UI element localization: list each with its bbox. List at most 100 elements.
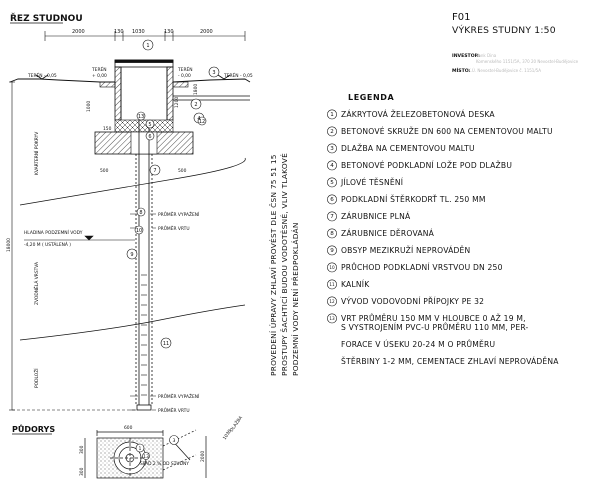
plan-callout-13: 13 — [143, 454, 149, 460]
stratum-boundary-1 — [19, 157, 246, 206]
legend-item-7: 7 ZÁRUBNICE PLNÁ — [327, 211, 411, 222]
legend-number-circle — [327, 109, 337, 120]
legend-cont-2: FORACE V ÚSEKU 20-24 M O PRŮMĚRU — [341, 340, 495, 349]
plan-dim-300a: 300 — [79, 445, 85, 454]
top-dim-130-left: 130 — [114, 29, 124, 35]
callout-13: 13 — [138, 114, 144, 120]
dim-1200: 1200 — [174, 97, 180, 108]
outlet-pipe — [173, 95, 250, 101]
label-hladina-value: -4,20 M ( USTÁLENÁ ) — [24, 241, 71, 248]
section-callouts — [126, 39, 220, 349]
label-zero-a: + 0,00 — [92, 73, 107, 79]
label-zero-b: - 0,00 — [178, 73, 191, 79]
label-teren-b: TERÉN — [177, 65, 193, 73]
callout-8: 8 — [139, 210, 142, 216]
legend-item-3: 3 DLAŽBA NA CEMENTOVOU MALTU — [327, 143, 475, 154]
legend-number: 11 — [329, 282, 335, 287]
label-prumer-vypazeni-2: PRŮMĚR VYPAŽENÍ — [158, 392, 200, 400]
top-dim-130-right: 130 — [164, 29, 174, 35]
drawing-code: F01 — [452, 12, 470, 23]
callout-7: 7 — [153, 168, 156, 174]
callout-5: 5 — [148, 122, 151, 128]
callout-1: 1 — [146, 43, 149, 49]
paving-left — [99, 81, 116, 88]
label-teren-right: TERÉN - 0,05 — [223, 71, 253, 79]
clay-seal — [114, 119, 174, 133]
site-label: MÍSTO: — [452, 66, 471, 74]
legend-title: LEGENDA — [348, 93, 395, 102]
section-callout-numbers: 1 2 3 4 5 6 7 8 9 10 11 12 13 — [130, 43, 215, 347]
legend-text: VÝVOD VODOVODNÍ PŘÍPOJKY PE 32 — [341, 297, 484, 306]
legend-number: 7 — [330, 214, 334, 220]
callout-11: 11 — [163, 341, 169, 347]
legend-number: 8 — [330, 231, 334, 237]
diameter-marker-top — [130, 213, 156, 229]
legend-text: OBSYP MEZIKRUŽÍ NEPROVÁDĚN — [341, 246, 470, 255]
legend-item-1: 1 ZÁKRYTOVÁ ŽELEZOBETONOVÁ DESKA — [327, 109, 495, 120]
legend-text: KALNÍK — [341, 280, 370, 289]
callout-4: 4 — [197, 116, 200, 122]
callout-6: 6 — [148, 134, 151, 140]
legend-number-circle — [327, 211, 337, 222]
plan-callout-1: 1 — [139, 446, 142, 452]
dim-500-right: 500 — [178, 168, 187, 174]
label-hladina: HLADINA PODZEMNÍ VODY — [24, 229, 83, 236]
legend-text: PRŮCHOD PODKLADNÍ VRSTVOU DN 250 — [341, 263, 503, 272]
callout-12: 12 — [199, 119, 205, 125]
depth-dimension — [9, 81, 138, 411]
stratum-boundary-2 — [19, 304, 246, 341]
legend-text: VRT PRŮMĚRU 150 MM V HLOUBCE 0 AŽ 19 M, — [341, 314, 526, 323]
investor-address: Komenského 1151/5A, 370 20 Nevostel-Budě… — [476, 59, 579, 64]
plan-callout-3: 3 — [173, 438, 176, 444]
casing-pipe — [135, 120, 153, 411]
label-teren-left: TERÉN - 0,05 — [27, 71, 57, 79]
water-level — [24, 235, 135, 241]
legend-number-circle — [327, 228, 337, 239]
legend-text: ZÁRUBNICE PLNÁ — [341, 212, 411, 221]
legend-number: 1 — [330, 112, 334, 118]
legend-item-6: 6 PODKLADNÍ ŠTĚRKODRŤ TL. 250 MM — [327, 194, 486, 205]
top-dimension-chain — [44, 31, 246, 41]
drawing-title: VÝKRES STUDNY 1:50 — [452, 24, 556, 36]
legend-text: DLAŽBA NA CEMENTOVOU MALTU — [341, 144, 475, 153]
note-line-2: PROSTUPY ŠACHTICÍ BUDOU VODOTĚSNÉ, VLIV … — [280, 153, 289, 376]
callout-9: 9 — [130, 252, 133, 258]
legend-text: PODKLADNÍ ŠTĚRKODRŤ TL. 250 MM — [341, 195, 486, 204]
well-head — [114, 59, 174, 121]
legend-item-13: 13 VRT PRŮMĚRU 150 MM V HLOUBCE 0 AŽ 19 M… — [327, 313, 526, 324]
legend-number-circle — [327, 245, 337, 256]
legend-number: 6 — [330, 197, 334, 203]
legend-number-circle — [327, 313, 337, 324]
dim-150: 150 — [103, 126, 112, 132]
legend-number-circle — [327, 194, 337, 205]
legend-number: 13 — [329, 316, 335, 321]
label-teren-a: TERÉN — [91, 65, 107, 73]
callout-2: 2 — [194, 102, 197, 108]
legend-number-circle — [327, 279, 337, 290]
dim-500-left: 500 — [100, 168, 109, 174]
callout-10: 10 — [136, 228, 142, 234]
plan-callouts — [135, 435, 179, 460]
plan-dim-300b: 300 — [79, 467, 85, 476]
legend-text: ZÁKRYTOVÁ ŽELEZOBETONOVÁ DESKA — [341, 110, 495, 119]
legend-text: BETONOVÉ PODKLADNÍ LOŽE POD DLAŽBU — [341, 161, 512, 170]
legend-number-circle — [327, 143, 337, 154]
perforation-marks — [141, 274, 147, 396]
top-dim-1030: 1030 — [132, 29, 145, 35]
legend-number: 2 — [330, 129, 334, 135]
legend-cont-3: ŠTĚRBINY 1-2 MM, CEMENTACE ZHLAVÍ NEPROV… — [341, 357, 559, 366]
section-title: ŘEZ STUDNOU — [10, 12, 83, 24]
callout-3: 3 — [212, 70, 215, 76]
legend-text: JÍLOVÉ TĚSNĚNÍ — [340, 178, 404, 187]
legend-number: 3 — [330, 146, 334, 152]
label-prumer-vypazeni-1: PRŮMĚR VYPAŽENÍ — [158, 210, 200, 218]
legend-item-9: 9 OBSYP MEZIKRUŽÍ NEPROVÁDĚN — [327, 245, 470, 256]
legend-number: 9 — [330, 248, 334, 254]
